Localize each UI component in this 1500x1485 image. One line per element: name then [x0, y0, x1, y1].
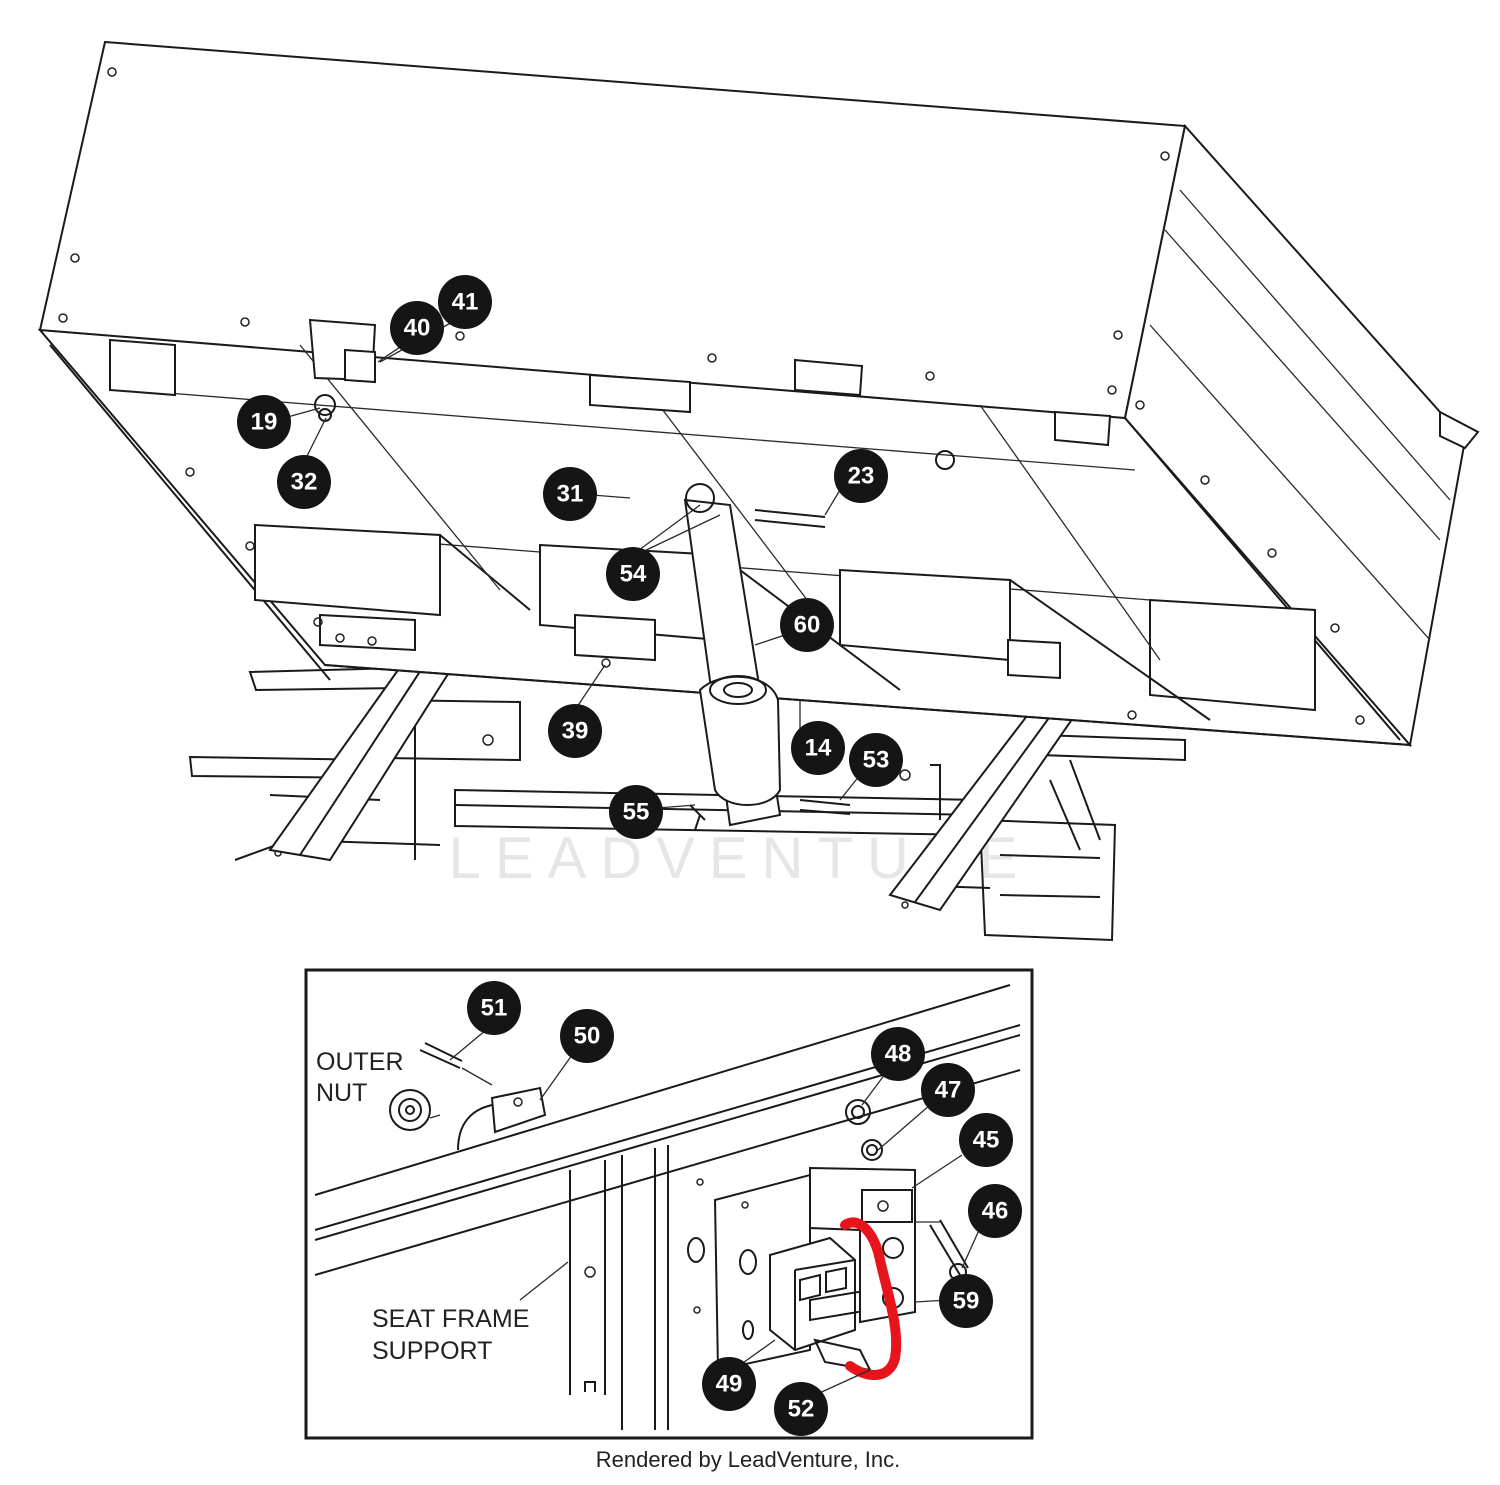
svg-text:59: 59	[953, 1288, 980, 1315]
callout-32: 32	[277, 455, 331, 509]
callout-14: 14	[791, 721, 845, 775]
callouts: 41 40 19 32 31 23 54 60 39 14 53 55 51 5…	[237, 275, 1022, 1436]
callout-47: 47	[921, 1063, 975, 1117]
svg-text:50: 50	[574, 1023, 601, 1050]
callout-52: 52	[774, 1382, 828, 1436]
callout-51: 51	[467, 981, 521, 1035]
callout-39: 39	[548, 704, 602, 758]
callout-41: 41	[438, 275, 492, 329]
svg-text:53: 53	[863, 747, 890, 774]
svg-text:54: 54	[620, 561, 647, 588]
callout-46: 46	[968, 1184, 1022, 1238]
callout-53: 53	[849, 733, 903, 787]
credit-text: Rendered by LeadVenture, Inc.	[596, 1447, 901, 1472]
callout-19: 19	[237, 395, 291, 449]
svg-text:46: 46	[982, 1198, 1009, 1225]
outer-nut-label-line1: OUTER	[316, 1048, 404, 1076]
callout-23: 23	[834, 449, 888, 503]
svg-text:40: 40	[404, 315, 431, 342]
svg-text:23: 23	[848, 463, 875, 490]
svg-text:48: 48	[885, 1041, 912, 1068]
inset-detail: OUTER NUT SEAT FRAME SUPPORT	[304, 968, 1034, 1440]
callout-55: 55	[609, 785, 663, 839]
svg-text:55: 55	[623, 799, 650, 826]
svg-text:41: 41	[452, 289, 479, 316]
svg-text:32: 32	[291, 469, 318, 496]
callout-60: 60	[780, 598, 834, 652]
callout-50: 50	[560, 1009, 614, 1063]
callout-49: 49	[702, 1357, 756, 1411]
outer-nut-label-line2: NUT	[316, 1079, 367, 1107]
svg-text:51: 51	[481, 995, 508, 1022]
svg-text:19: 19	[251, 409, 278, 436]
svg-text:52: 52	[788, 1396, 815, 1423]
callout-59: 59	[939, 1274, 993, 1328]
svg-text:14: 14	[805, 735, 832, 762]
svg-text:31: 31	[557, 481, 584, 508]
callout-40: 40	[390, 301, 444, 355]
seat-box	[37, 40, 1480, 831]
callout-54: 54	[606, 547, 660, 601]
svg-text:39: 39	[562, 718, 589, 745]
callout-48: 48	[871, 1027, 925, 1081]
svg-text:60: 60	[794, 612, 821, 639]
seat-frame-support-label-line2: SUPPORT	[372, 1337, 492, 1365]
svg-text:45: 45	[973, 1127, 1000, 1154]
svg-text:47: 47	[935, 1077, 962, 1104]
highlighted-wire	[840, 1217, 902, 1380]
callout-45: 45	[959, 1113, 1013, 1167]
callout-31: 31	[543, 467, 597, 521]
svg-text:49: 49	[716, 1371, 743, 1398]
seat-frame-support-label-line1: SEAT FRAME	[372, 1305, 529, 1333]
